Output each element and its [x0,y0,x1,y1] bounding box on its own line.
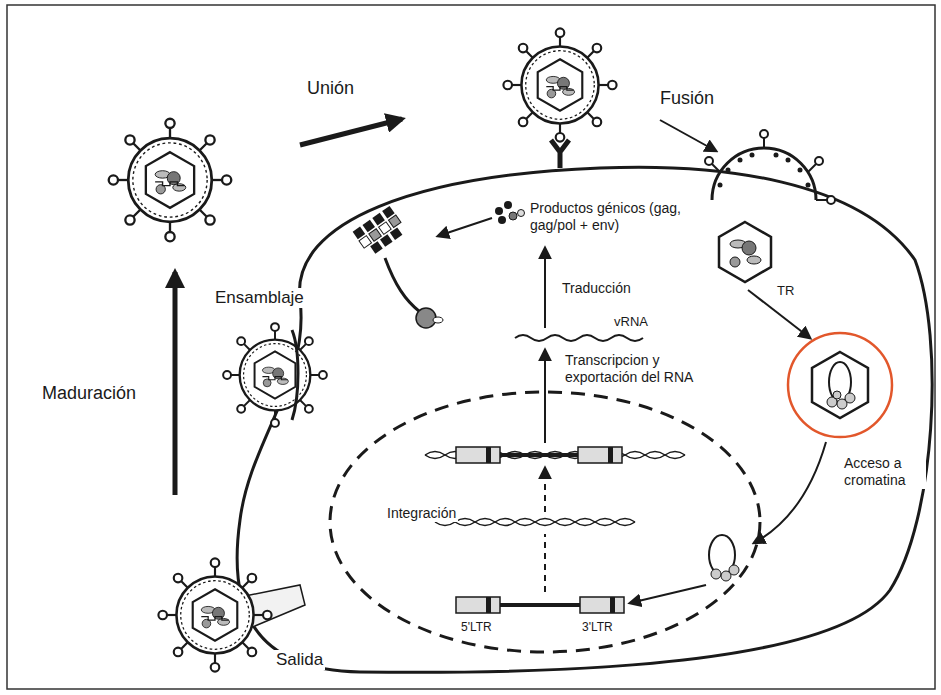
stage-label: Fusión [658,88,716,110]
stage-label: Salida [274,650,325,670]
step-label: TR [775,283,796,299]
stage-label: Maduración [40,383,138,405]
step-label: Transcripcion y exportación del RNA [563,352,717,386]
stage-label: Unión [305,78,356,100]
step-label: Acceso a cromatina [842,455,926,489]
stage-label: Ensamblaje [213,288,306,308]
molecule-label: vRNA [612,314,650,330]
step-label: Traducción [560,280,633,297]
ltr-label: 5'LTR [459,620,494,634]
ltr-label: 3'LTR [580,620,615,634]
step-label: Integración [385,505,458,522]
product-label: Productos génicos (gag, gag/pol + env) [528,200,687,234]
